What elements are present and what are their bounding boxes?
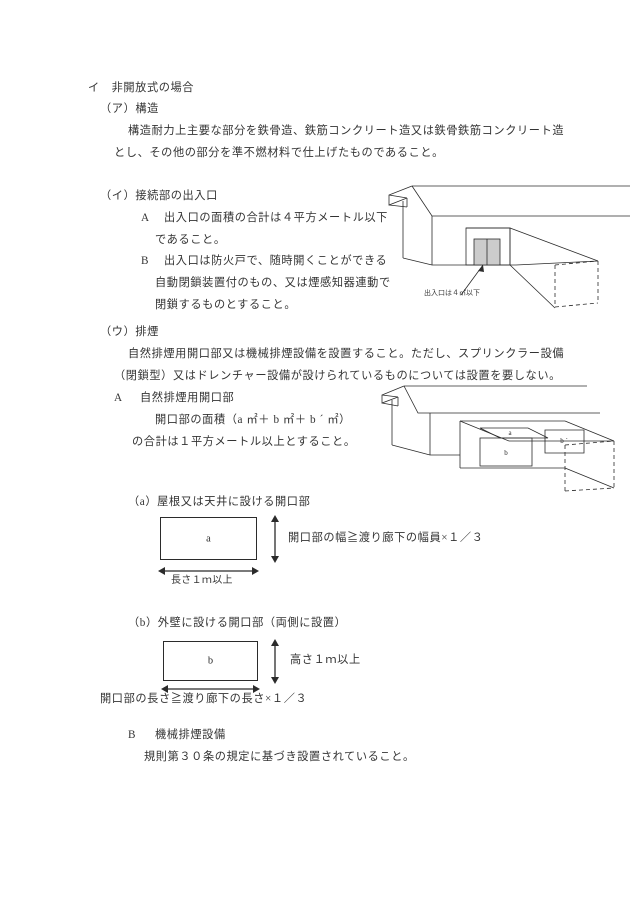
smoke-item-b-label: 機械排煙設備 xyxy=(155,729,226,741)
smoke-roof-opening-label: a xyxy=(508,429,512,437)
smoke-item-b-marker: B xyxy=(128,729,137,741)
entrance-item-b-line1: 出入口は防火戸で、随時開くことができる xyxy=(164,255,388,267)
figure-a-height-arrow xyxy=(268,515,282,563)
figure-a-width-arrow xyxy=(158,565,259,577)
figure-entrance-caption: 出入口は４㎡以下 xyxy=(424,289,480,297)
figure-a-width-note: 長さ１ｍ以上 xyxy=(171,575,233,586)
entrance-item-a-line2: であること。 xyxy=(155,234,226,246)
smoke-wall-opening-label: b xyxy=(504,449,508,457)
structure-body-line2: とし、その他の部分を準不燃材料で仕上げたものであること。 xyxy=(114,147,444,159)
smoke-wall-opening-label-2: b ´ xyxy=(560,437,568,445)
section-label-structure: （ア）構造 xyxy=(100,103,159,115)
structure-body-line1: 構造耐力上主要な部分を鉄骨造、鉄筋コンクリート造又は鉄骨鉄筋コンクリート造 xyxy=(128,125,565,137)
figure-smoke-isometric: a b b ´ xyxy=(352,383,630,495)
figure-b-height-note: 高さ１ｍ以上 xyxy=(290,654,361,666)
smoke-item-b-line1: 規則第３０条の規定に基づき設置されていること。 xyxy=(144,751,415,763)
figure-b-width-arrow xyxy=(161,683,260,695)
smoke-item-a-marker: A xyxy=(114,392,123,404)
figure-b-height-arrow xyxy=(268,639,282,684)
entrance-item-a-line1: 出入口の面積の合計は４平方メートル以下 xyxy=(164,212,388,224)
sub-label-roof-opening: （a）屋根又は天井に設ける開口部 xyxy=(128,496,311,508)
figure-a-rectangle-label: a xyxy=(206,533,211,544)
figure-b-rectangle: b xyxy=(163,641,258,681)
smoke-item-a-line2: の合計は１平方メートル以上とすること。 xyxy=(132,436,356,448)
figure-b-rectangle-label: b xyxy=(207,655,214,667)
smoke-item-a-label: 自然排煙用開口部 xyxy=(140,392,235,404)
sub-label-wall-opening: （b）外壁に設ける開口部（両側に設置） xyxy=(128,617,347,629)
figure-a-height-note: 開口部の幅≧渡り廊下の幅員×１／３ xyxy=(288,532,484,544)
smoke-body-line1: 自然排煙用開口部又は機械排煙設備を設置すること。ただし、スプリンクラー設備 xyxy=(128,348,565,360)
figure-a-rectangle: a xyxy=(160,517,257,560)
figure-b-width-note: 開口部の長さ≧渡り廊下の長さ×１／３ xyxy=(100,693,308,705)
page-title: イ 非開放式の場合 xyxy=(88,82,195,94)
smoke-body-line2: （閉鎖型）又はドレンチャー設備が設けられているものについては設置を要しない。 xyxy=(114,370,561,382)
entrance-item-b-line2: 自動閉鎖装置付のもの、又は煙感知器連動で xyxy=(155,277,391,289)
smoke-item-a-line1: 開口部の面積（a ㎡＋ b ㎡＋ b ´ ㎡） xyxy=(155,414,351,426)
entrance-item-b-marker: B xyxy=(141,255,150,267)
section-label-smoke: （ウ）排煙 xyxy=(100,326,159,338)
figure-entrance-isometric xyxy=(385,183,630,309)
section-label-entrance: （イ）接続部の出入口 xyxy=(100,190,218,202)
entrance-item-a-marker: A xyxy=(141,212,150,224)
entrance-item-b-line3: 閉鎖するものとすること。 xyxy=(155,299,297,311)
